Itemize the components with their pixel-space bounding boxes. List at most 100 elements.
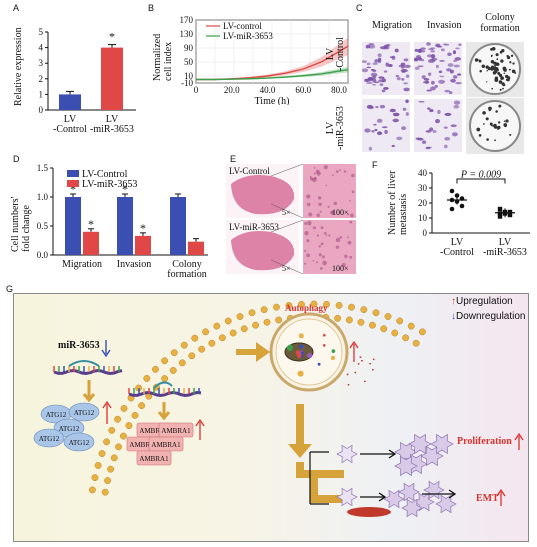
row-control-label: LV -Control	[325, 37, 346, 71]
colony	[478, 59, 480, 61]
cell	[425, 130, 430, 133]
emt-cell	[423, 480, 445, 500]
nucleus	[323, 231, 327, 235]
colony	[482, 123, 485, 125]
cell	[453, 64, 460, 68]
panel-f-label: F	[372, 160, 378, 170]
lipid-head-inner	[263, 318, 271, 326]
colony	[489, 122, 493, 126]
emt-label: EMT	[476, 493, 499, 504]
cargo-particle	[298, 344, 304, 349]
legend-label: LV-miR-3653	[82, 179, 137, 190]
emt-cell	[401, 498, 423, 518]
panel-c-images	[362, 42, 524, 154]
nucleus	[335, 237, 341, 243]
cell	[368, 43, 374, 45]
nucleus	[319, 267, 323, 270]
cell	[372, 83, 376, 86]
cell	[458, 43, 462, 46]
colony	[493, 123, 497, 127]
liver-section	[231, 175, 295, 215]
colony	[510, 54, 514, 57]
cell	[435, 118, 440, 124]
cell	[396, 136, 403, 141]
lipid-head-outer	[384, 313, 392, 320]
cell	[444, 137, 451, 141]
arrow-icon	[360, 492, 387, 502]
nucleus	[343, 170, 347, 173]
cell	[377, 57, 382, 62]
legend-up-label: ↑Upregulation	[451, 296, 513, 307]
x-tick-label: LV	[106, 114, 119, 125]
colony	[494, 139, 496, 142]
colony	[508, 68, 511, 71]
mesenchymal-cell	[347, 507, 391, 517]
nucleus	[318, 202, 322, 207]
cell	[449, 69, 454, 74]
zoom-line	[270, 219, 304, 233]
nucleus	[341, 262, 346, 267]
colony	[505, 119, 509, 123]
section-label: LV-miR-3653	[229, 222, 279, 232]
lipid-head-inner	[412, 339, 420, 347]
cell	[452, 75, 458, 79]
cell	[428, 48, 434, 51]
x-tick-label: LV	[451, 237, 464, 248]
lipid-head-outer	[91, 474, 99, 482]
cell	[450, 124, 457, 128]
zoom-panel	[303, 220, 356, 274]
nucleus	[349, 255, 353, 259]
panel-c-label: C	[356, 3, 363, 13]
significance-marker: *	[88, 217, 94, 231]
nucleus	[325, 184, 328, 187]
colony	[503, 120, 506, 122]
panel-d-label: D	[13, 154, 20, 164]
lipid-head-inner	[110, 454, 118, 462]
lipid-head-inner	[345, 316, 353, 324]
bar	[59, 94, 81, 110]
cell	[379, 104, 386, 109]
x-tick-label: LV	[499, 237, 512, 248]
cell	[443, 144, 448, 149]
lipid-head-outer	[396, 317, 404, 325]
cell	[378, 76, 385, 79]
cell	[444, 89, 450, 93]
nucleus	[316, 213, 320, 218]
cell	[454, 57, 462, 61]
cell	[405, 74, 410, 79]
cell	[420, 58, 425, 62]
cargo-particle	[296, 353, 302, 359]
lipid-head-outer	[98, 450, 106, 457]
data-point	[497, 214, 503, 219]
inhibition-arrow	[82, 380, 96, 403]
x-tick-label: Invasion	[117, 259, 151, 270]
cell	[415, 137, 421, 140]
nucleus	[312, 177, 317, 183]
significance-marker: *	[122, 182, 128, 196]
lipid-head-outer	[114, 415, 121, 423]
lipid-head-outer	[335, 302, 343, 309]
cell	[430, 50, 435, 53]
bar	[117, 197, 133, 255]
colony	[491, 46, 496, 51]
nucleus	[328, 234, 331, 237]
cell	[414, 48, 419, 52]
released-particle	[371, 368, 374, 371]
cell	[373, 123, 377, 126]
cell	[453, 100, 461, 105]
cell	[420, 47, 426, 50]
cell	[451, 132, 458, 137]
arrow-icon	[360, 449, 397, 459]
colony	[478, 59, 482, 63]
nucleus	[335, 245, 340, 249]
cell	[384, 44, 389, 47]
colony	[502, 66, 507, 71]
cell	[366, 81, 373, 85]
nucleus	[306, 253, 311, 258]
data-point	[459, 203, 465, 209]
x-tick-label: 80.0	[331, 85, 347, 95]
legend-swatch	[67, 170, 79, 177]
x-tick-label: -miR-3653	[90, 124, 134, 135]
